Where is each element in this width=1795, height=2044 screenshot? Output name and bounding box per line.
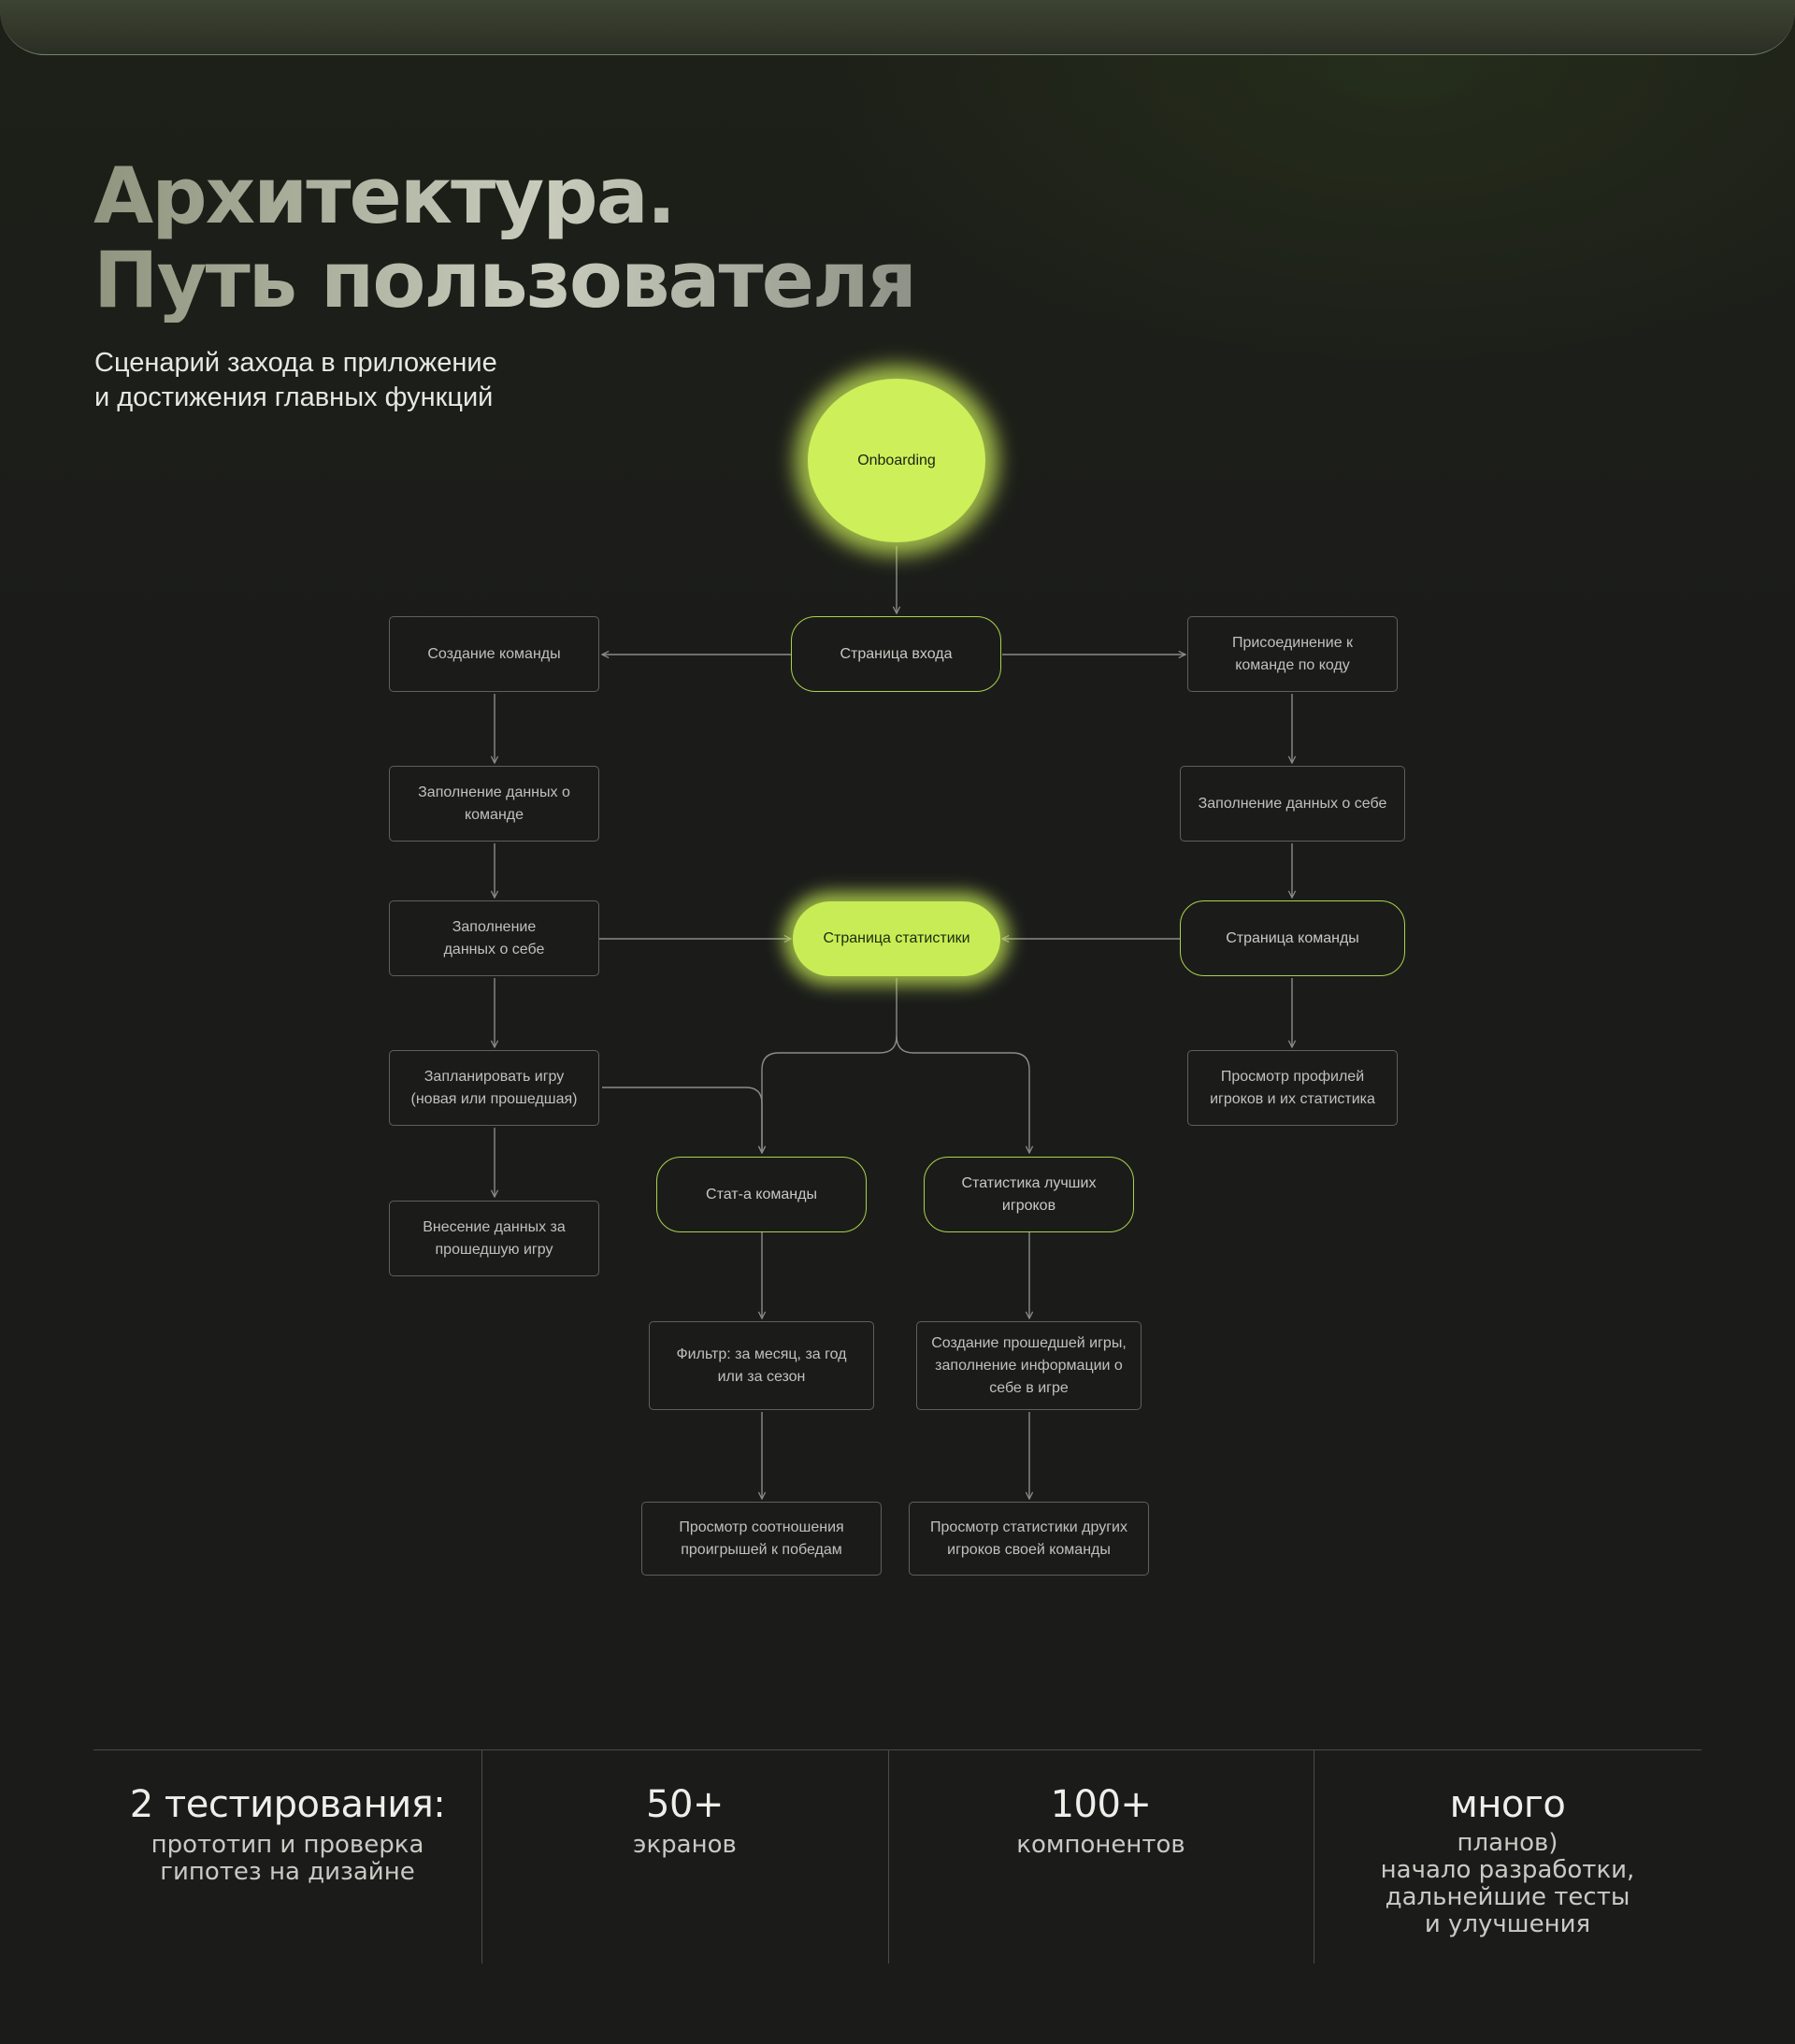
node-login-page-label: Страница входа (840, 645, 953, 662)
connector-plan-team-stats (602, 1087, 762, 1153)
stat-tests: 2 тестирования: прототип и проверка гипо… (93, 1781, 481, 1886)
node-fill-self-data-left-label: Заполнение данных о себе (443, 918, 545, 957)
node-view-profiles[interactable]: Просмотр профилей игроков и их статистик… (1187, 1050, 1398, 1126)
stat-tests-caption: прототип и проверка гипотез на дизайне (93, 1832, 481, 1886)
node-team-page[interactable]: Страница команды (1180, 900, 1405, 976)
page-subtitle-line-1: Сценарий захода в приложение (94, 348, 497, 378)
node-enter-past-game-label: Внесение данных за прошедшую игру (423, 1218, 566, 1258)
node-fill-self-data-right-label: Заполнение данных о себе (1198, 795, 1387, 812)
node-other-players-stats[interactable]: Просмотр статистики других игроков своей… (909, 1502, 1149, 1576)
stat-screens-caption-line-1: экранов (633, 1831, 737, 1859)
stat-plans-caption-line-2: начало разработки, (1380, 1856, 1635, 1884)
node-fill-team-data[interactable]: Заполнение данных о команде (389, 766, 599, 842)
node-login-page[interactable]: Страница входа (791, 616, 1001, 692)
stat-plans: много планов) начало разработки, дальней… (1314, 1781, 1702, 1938)
stat-tests-caption-line-1: прототип и проверка (151, 1831, 424, 1859)
node-fill-team-data-label: Заполнение данных о команде (418, 784, 570, 823)
stat-tests-caption-line-2: гипотез на дизайне (160, 1858, 415, 1886)
node-other-players-stats-label: Просмотр статистики других игроков своей… (930, 1519, 1127, 1558)
node-team-stats[interactable]: Стат-а команды (656, 1157, 867, 1232)
stat-tests-value: 2 тестирования: (129, 1783, 446, 1826)
node-team-page-label: Страница команды (1226, 929, 1359, 946)
page-subtitle-line-2: и достижения главных функций (94, 382, 494, 412)
node-onboarding-label: Onboarding (857, 452, 936, 468)
node-stats-page-label: Страница статистики (823, 930, 970, 946)
node-create-past-game-label: Создание прошедшей игры, заполнение инфо… (931, 1334, 1127, 1396)
node-fill-self-data-left[interactable]: Заполнение данных о себе (389, 900, 599, 976)
stat-components-caption: компонентов (888, 1832, 1314, 1859)
node-plan-game[interactable]: Запланировать игру (новая или прошедшая) (389, 1050, 599, 1126)
stat-plans-caption-line-1: планов) (1457, 1829, 1558, 1857)
stat-screens-caption: экранов (481, 1832, 888, 1859)
stat-screens-value: 50+ (646, 1783, 724, 1826)
stat-plans-value: много (1449, 1783, 1566, 1826)
node-join-by-code-label: Присоединение к команде по коду (1231, 634, 1354, 673)
node-team-stats-label: Стат-а команды (706, 1186, 817, 1202)
node-fill-self-data-right[interactable]: Заполнение данных о себе (1180, 766, 1405, 842)
node-filter[interactable]: Фильтр: за месяц, за год или за сезон (649, 1321, 874, 1410)
stats-divider-2 (888, 1749, 889, 1964)
node-create-past-game[interactable]: Создание прошедшей игры, заполнение инфо… (916, 1321, 1142, 1410)
stats-divider-1 (481, 1749, 482, 1964)
stats-divider-top (93, 1749, 1702, 1750)
node-view-profiles-label: Просмотр профилей игроков и их статистик… (1210, 1068, 1375, 1107)
node-stats-page[interactable]: Страница статистики (793, 901, 1000, 976)
node-best-players-label: Статистика лучших игроков (961, 1174, 1097, 1214)
node-onboarding[interactable]: Onboarding (808, 379, 985, 542)
node-enter-past-game[interactable]: Внесение данных за прошедшую игру (389, 1201, 599, 1276)
node-win-loss-ratio[interactable]: Просмотр соотношения проигрышей к победа… (641, 1502, 882, 1576)
stat-plans-caption-line-3: дальнейшие тесты (1385, 1883, 1630, 1911)
page-subtitle: Сценарий захода в приложение и достижени… (94, 346, 749, 415)
stat-plans-caption: планов) начало разработки, дальнейшие те… (1314, 1830, 1702, 1938)
stat-screens: 50+ экранов (481, 1781, 888, 1859)
connector-stats-team-stats (762, 978, 898, 1153)
node-join-by-code[interactable]: Присоединение к команде по коду (1187, 616, 1398, 692)
stat-components-caption-line-1: компонентов (1016, 1831, 1185, 1859)
node-best-players[interactable]: Статистика лучших игроков (924, 1157, 1134, 1232)
stat-plans-caption-line-4: и улучшения (1424, 1910, 1591, 1938)
stat-components: 100+ компонентов (888, 1781, 1314, 1859)
connector-stats-best-players (896, 1035, 1029, 1153)
node-win-loss-ratio-label: Просмотр соотношения проигрышей к победа… (679, 1519, 844, 1558)
node-create-team[interactable]: Создание команды (389, 616, 599, 692)
stat-components-value: 100+ (1050, 1783, 1152, 1826)
top-bar (0, 0, 1795, 55)
node-plan-game-label: Запланировать игру (новая или прошедшая) (410, 1068, 578, 1107)
node-filter-label: Фильтр: за месяц, за год или за сезон (676, 1346, 847, 1385)
node-create-team-label: Создание команды (427, 645, 561, 662)
